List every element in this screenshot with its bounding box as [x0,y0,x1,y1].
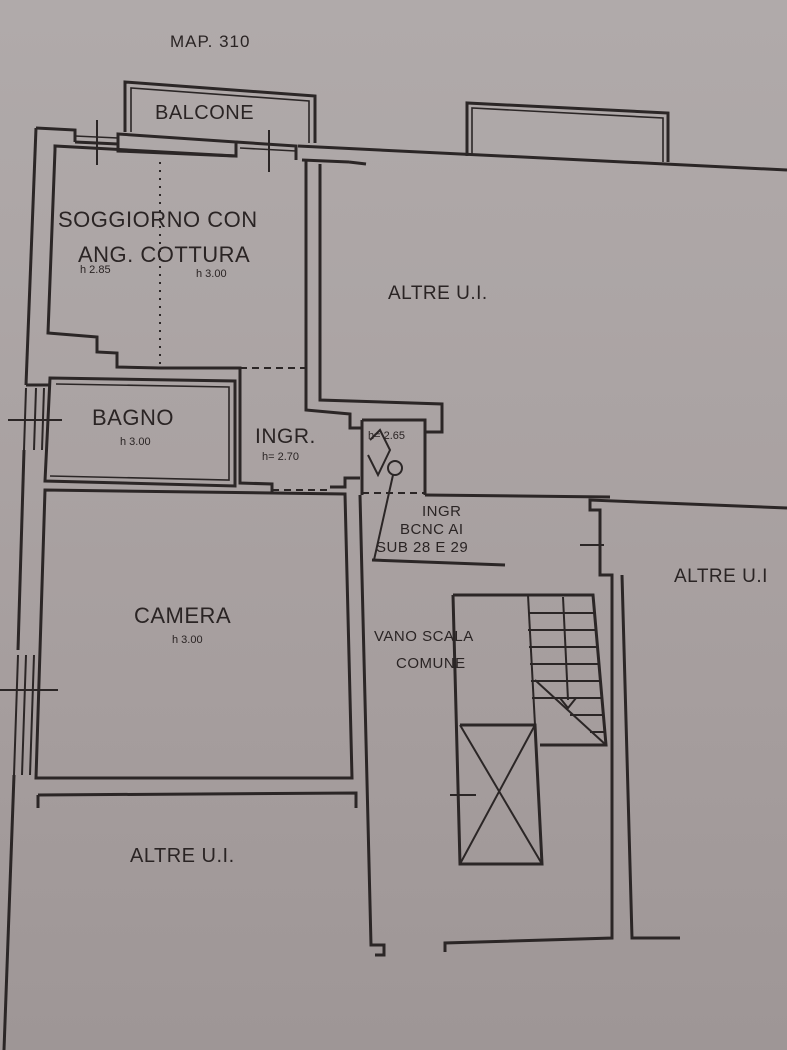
soggiorno-walls [160,160,444,434]
label-altre-ui-top: ALTRE U.I. [388,283,488,304]
room-label-bagno: BAGNO [92,405,174,430]
entrance-note-line2: BCNC AI [400,521,464,538]
room-label-balcone: BALCONE [155,102,255,124]
entrance-note-line1: INGR [422,503,462,520]
height-bagno: h 3.00 [120,436,151,448]
room-label-soggiorno-line1: SOGGIORNO CON [58,207,258,232]
height-ingresso: h= 2.70 [262,451,300,463]
disimpegno-walls [360,418,611,561]
room-label-vano-scala-line1: VANO SCALA [374,628,474,645]
balcony-outline [123,80,317,143]
entrance-note-line3: SUB 28 E 29 [376,539,469,556]
staircase [450,593,608,866]
label-altre-ui-bottom: ALTRE U.I. [130,845,235,867]
ingresso-walls [238,378,360,494]
room-label-camera: CAMERA [134,603,232,628]
height-disimpegno: h= 2.65 [368,430,406,442]
height-soggiorno-right: h 3.00 [196,268,227,280]
bagno-walls [43,376,237,488]
top-facade-wall [35,120,787,172]
map-reference: MAP. 310 [170,32,251,51]
camera-walls [34,488,358,808]
corridor-walls [358,494,787,957]
room-label-vano-scala-line2: COMUNE [396,655,466,672]
height-soggiorno-left: h 2.85 [80,264,111,276]
label-altre-ui-right: ALTRE U.I [674,566,768,587]
other-balcony-outline [465,101,670,162]
room-label-soggiorno-line2: ANG. COTTURA [78,242,251,267]
left-outer-wall [0,127,161,1050]
height-camera: h 3.00 [172,634,203,646]
room-label-ingresso: INGR. [255,425,316,448]
